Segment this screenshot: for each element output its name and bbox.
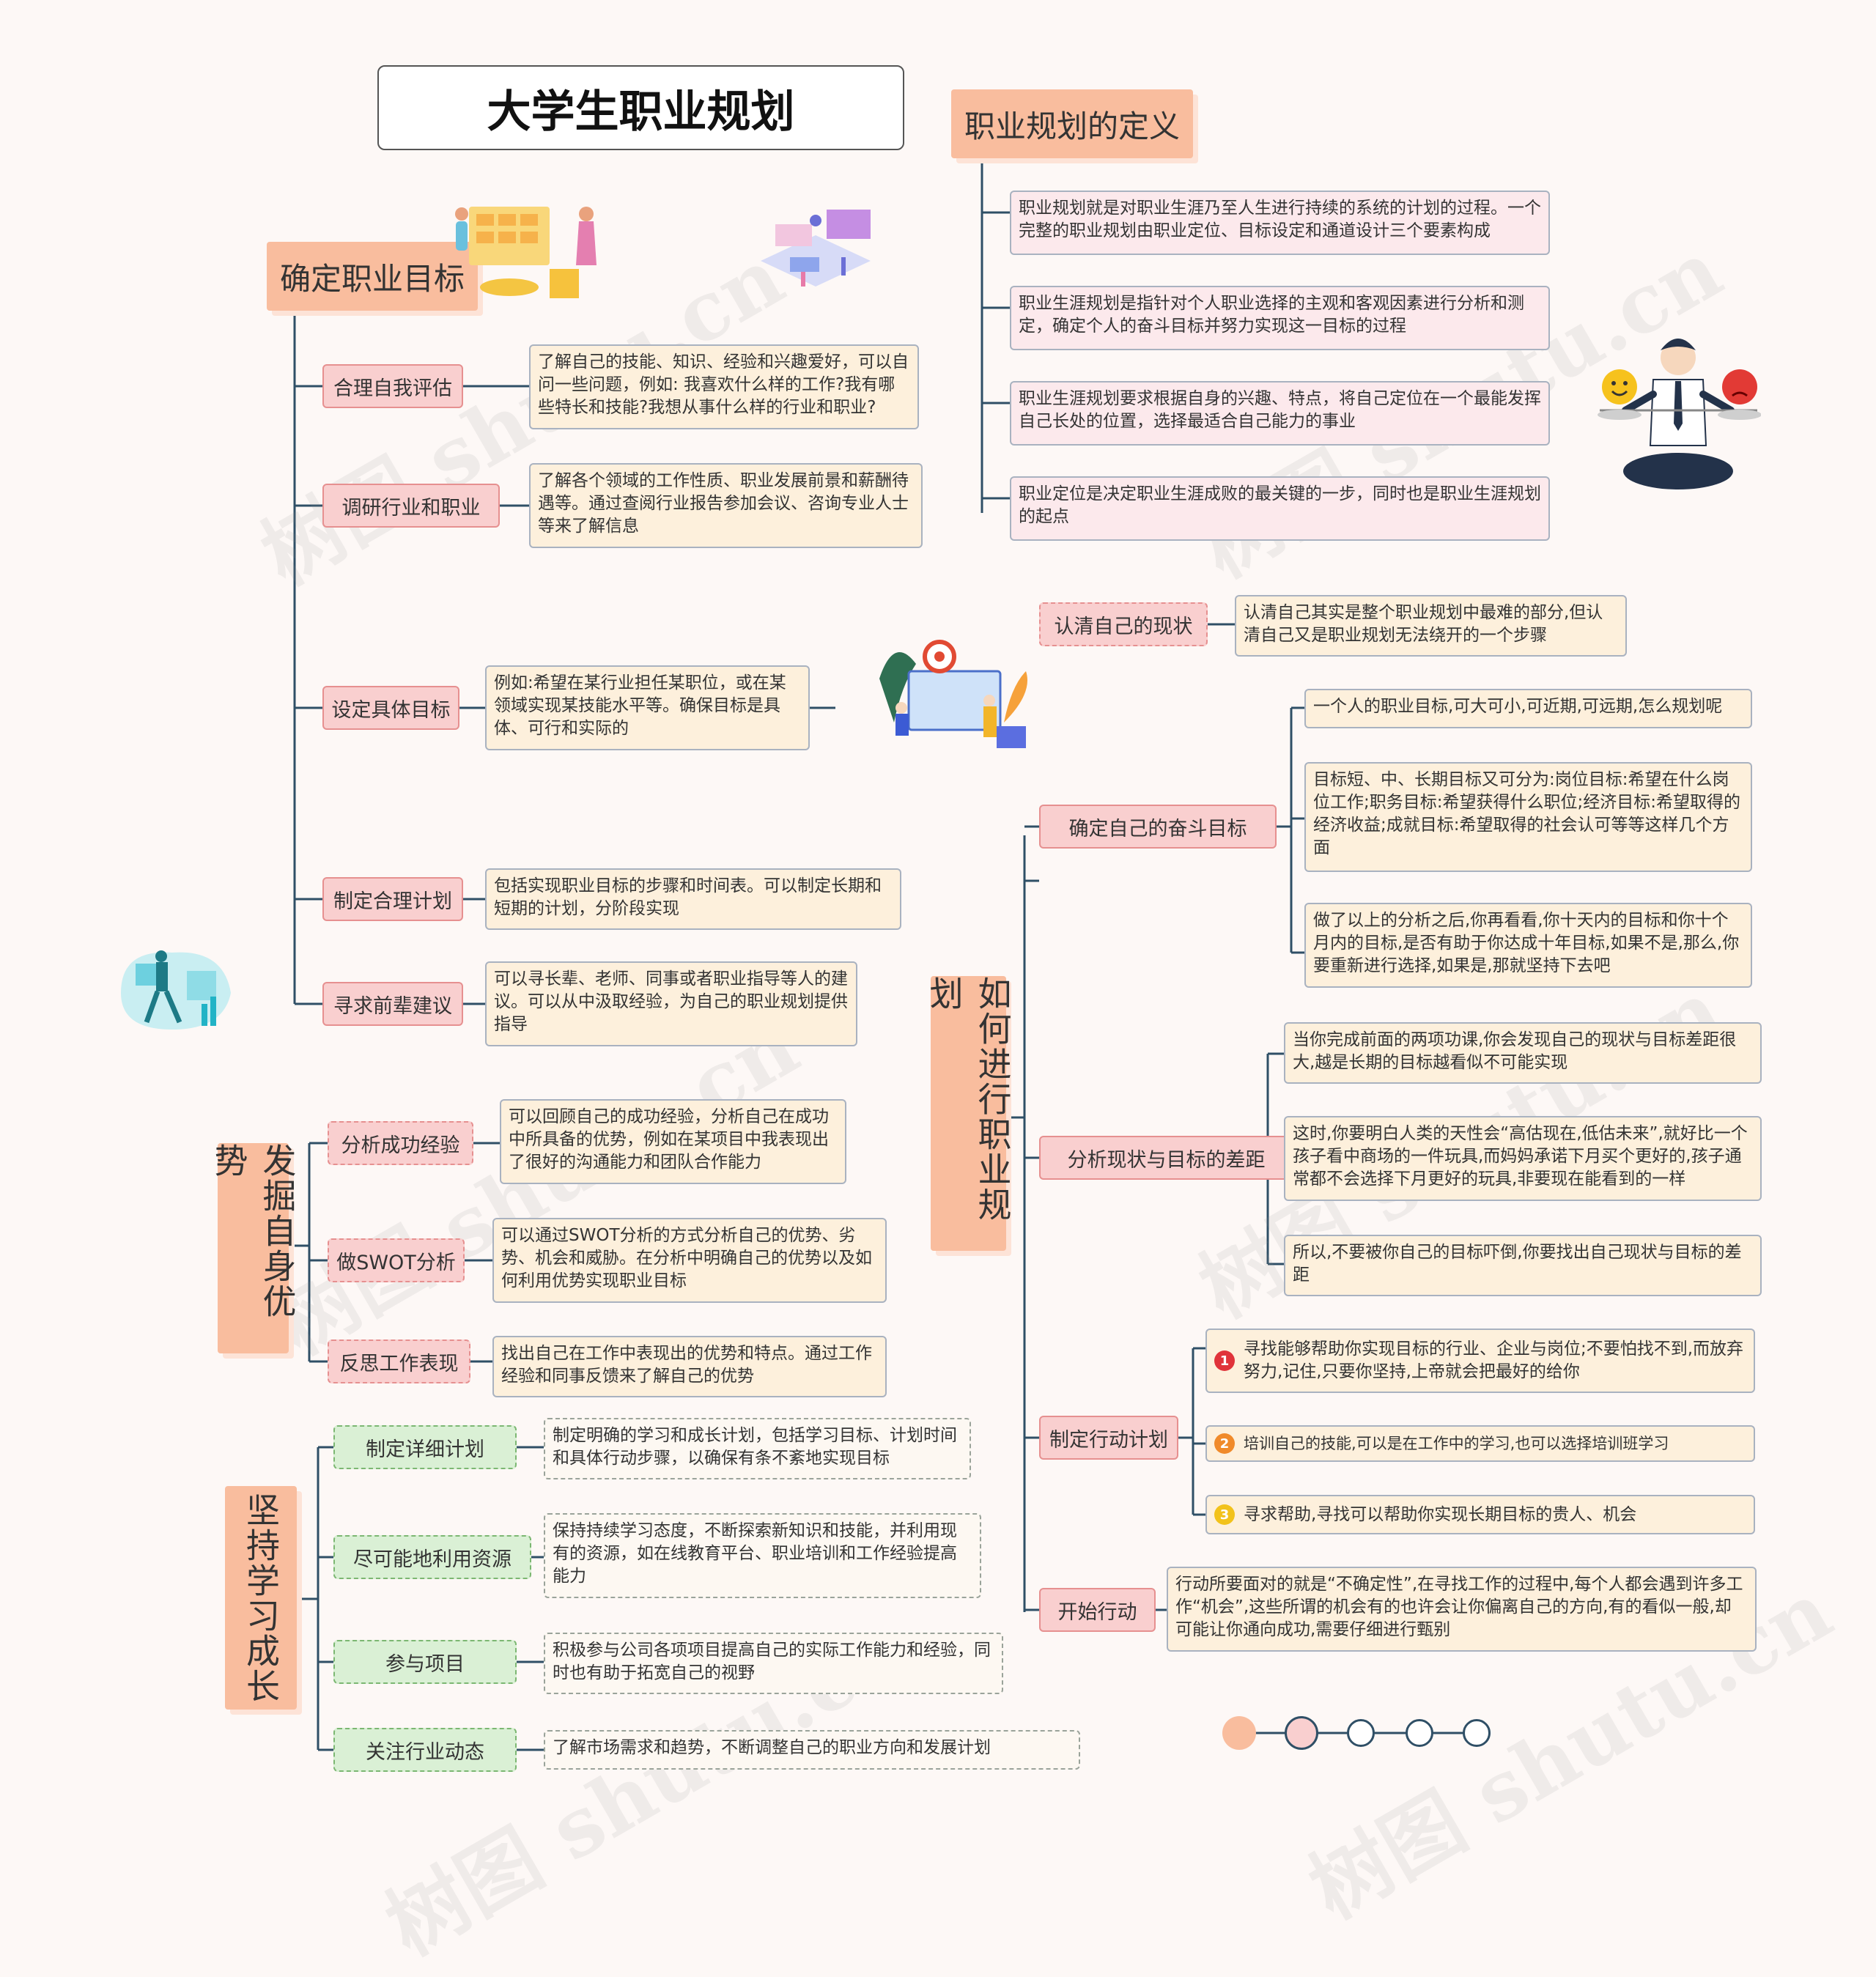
goal-research-text: 了解各个领域的工作性质、职业发展前景和薪酬待遇等。通过查阅行业报告参加会议、咨询… bbox=[529, 463, 923, 548]
learn-trends[interactable]: 关注行业动态 bbox=[333, 1728, 517, 1772]
strength-success[interactable]: 分析成功经验 bbox=[328, 1121, 473, 1165]
how-act-text: 行动所要面对的就是“不确定性”,在寻找工作的过程中,每个人都会遇到许多工作“机会… bbox=[1167, 1567, 1757, 1652]
goal-self-assessment-text: 了解自己的技能、知识、经验和兴趣爱好，可以自问一些问题，例如: 我喜欢什么样的工… bbox=[529, 344, 919, 429]
learn-resources[interactable]: 尽可能地利用资源 bbox=[333, 1535, 531, 1579]
learn-projects-text: 积极参与公司各项项目提高自己的实际工作能力和经验，同时也有助于拓宽自己的视野 bbox=[544, 1633, 1003, 1694]
how-act[interactable]: 开始行动 bbox=[1039, 1588, 1156, 1632]
how-gap-text: 所以,不要被你自己的目标吓倒,你要找出自己现状与目标的差距 bbox=[1284, 1235, 1762, 1296]
target-team-icon bbox=[879, 640, 1027, 748]
definition-node[interactable]: 职业规划的定义 bbox=[951, 89, 1193, 158]
strength-swot-text: 可以通过SWOT分析的方式分析自己的优势、劣势、机会和威胁。在分析中明确自己的优… bbox=[492, 1218, 887, 1303]
how-gap-text: 这时,你要明白人类的天性会“高估现在,低估未来”,就好比一个孩子看中商场的一件玩… bbox=[1284, 1116, 1762, 1201]
how-node[interactable]: 如何进行职业规划 bbox=[925, 976, 1013, 1251]
strength-swot[interactable]: 做SWOT分析 bbox=[328, 1238, 465, 1282]
how-plan-text: 培训自己的技能,可以是在工作中的学习,也可以选择培训班学习 bbox=[1244, 1434, 1669, 1452]
how-plan-text: 寻求帮助,寻找可以帮助你实现长期目标的贵人、机会 bbox=[1244, 1504, 1637, 1524]
how-plan-item: 3 寻求帮助,寻找可以帮助你实现长期目标的贵人、机会 bbox=[1205, 1495, 1755, 1534]
pagination-dot-active[interactable] bbox=[1222, 1716, 1256, 1750]
pagination-dot[interactable] bbox=[1285, 1716, 1318, 1750]
how-plan-item: 1 寻找能够帮助你实现目标的行业、企业与岗位;不要怕找不到,而放弃努力,记住,只… bbox=[1205, 1329, 1755, 1393]
how-plan[interactable]: 制定行动计划 bbox=[1039, 1416, 1178, 1460]
how-status[interactable]: 认清自己的现状 bbox=[1039, 602, 1208, 646]
goal-plan-text: 包括实现职业目标的步骤和时间表。可以制定长期和短期的计划，分阶段实现 bbox=[485, 868, 901, 930]
learn-plan-text: 制定明确的学习和成长计划，包括学习目标、计划时间和具体行动步骤，以确保有条不紊地… bbox=[544, 1418, 971, 1479]
how-status-text: 认清自己其实是整个职业规划中最难的部分,但认清自己又是职业规划无法绕开的一个步骤 bbox=[1235, 595, 1627, 657]
strength-node[interactable]: 发掘自身优势 bbox=[210, 1143, 298, 1353]
goal-specific-text: 例如:希望在某行业担任某职位，或在某领域实现某技能水平等。确保目标是具体、可行和… bbox=[485, 665, 810, 750]
definition-item: 职业生涯规划要求根据自身的兴趣、特点，将自己定位在一个最能发挥自己长处的位置，选… bbox=[1010, 381, 1550, 446]
strength-reflect-text: 找出自己在工作中表现出的优势和特点。通过工作经验和同事反馈来了解自己的优势 bbox=[492, 1336, 887, 1397]
pagination-dot[interactable] bbox=[1406, 1719, 1433, 1747]
data-dashboard-icon bbox=[761, 210, 871, 287]
number-badge: 2 bbox=[1214, 1433, 1235, 1454]
strength-reflect[interactable]: 反思工作表现 bbox=[328, 1339, 470, 1383]
definition-item: 职业定位是决定职业生涯成败的最关键的一步，同时也是职业生涯规划的起点 bbox=[1010, 476, 1550, 541]
learn-resources-text: 保持持续学习态度，不断探索新知识和技能，并利用现有的资源，如在线教育平台、职业培… bbox=[544, 1513, 981, 1598]
learn-projects[interactable]: 参与项目 bbox=[333, 1640, 517, 1684]
goal-research[interactable]: 调研行业和职业 bbox=[322, 484, 500, 528]
how-target-text: 一个人的职业目标,可大可小,可近期,可远期,怎么规划呢 bbox=[1304, 689, 1752, 728]
number-badge: 3 bbox=[1214, 1504, 1235, 1525]
definition-item: 职业规划就是对职业生涯乃至人生进行持续的系统的计划的过程。一个完整的职业规划由职… bbox=[1010, 191, 1550, 255]
how-plan-item: 2 培训自己的技能,可以是在工作中的学习,也可以选择培训班学习 bbox=[1205, 1425, 1755, 1462]
how-target-text: 目标短、中、长期目标又可分为:岗位目标:希望在什么岗位工作;职务目标:希望获得什… bbox=[1304, 762, 1752, 872]
learn-trends-text: 了解市场需求和趋势，不断调整自己的职业方向和发展计划 bbox=[544, 1730, 1080, 1770]
goal-self-assessment[interactable]: 合理自我评估 bbox=[322, 364, 463, 408]
learn-node[interactable]: 坚持学习成长 bbox=[225, 1486, 297, 1710]
number-badge: 1 bbox=[1214, 1350, 1235, 1371]
pagination-dot[interactable] bbox=[1463, 1719, 1491, 1747]
learn-plan[interactable]: 制定详细计划 bbox=[333, 1425, 517, 1469]
goal-advice-text: 可以寻长辈、老师、同事或者职业指导等人的建议。可以从中汲取经验，为自己的职业规划… bbox=[485, 961, 857, 1046]
balance-meditation-icon bbox=[1598, 339, 1761, 489]
how-target-text: 做了以上的分析之后,你再看看,你十天内的目标和你十个月内的目标,是否有助于你达成… bbox=[1304, 903, 1752, 988]
business-illustration-icon bbox=[455, 207, 597, 298]
goal-advice[interactable]: 寻求前辈建议 bbox=[322, 982, 463, 1026]
goal-node[interactable]: 确定职业目标 bbox=[267, 242, 478, 311]
definition-item: 职业生涯规划是指针对个人职业选择的主观和客观因素进行分析和测定，确定个人的奋斗目… bbox=[1010, 286, 1550, 350]
analyst-icon bbox=[121, 950, 231, 1030]
pagination-dot[interactable] bbox=[1347, 1719, 1375, 1747]
goal-plan[interactable]: 制定合理计划 bbox=[322, 877, 463, 921]
how-target[interactable]: 确定自己的奋斗目标 bbox=[1039, 805, 1277, 849]
strength-success-text: 可以回顾自己的成功经验，分析自己在成功中所具备的优势，例如在某项目中我表现出了很… bbox=[500, 1099, 846, 1184]
how-plan-text: 寻找能够帮助你实现目标的行业、企业与岗位;不要怕找不到,而放弃努力,记住,只要你… bbox=[1244, 1339, 1744, 1381]
goal-specific[interactable]: 设定具体目标 bbox=[322, 686, 459, 730]
how-gap[interactable]: 分析现状与目标的差距 bbox=[1039, 1136, 1293, 1180]
page-title: 大学生职业规划 bbox=[377, 65, 904, 150]
how-gap-text: 当你完成前面的两项功课,你会发现自己的现状与目标差距很大,越是长期的目标越看似不… bbox=[1284, 1022, 1762, 1084]
